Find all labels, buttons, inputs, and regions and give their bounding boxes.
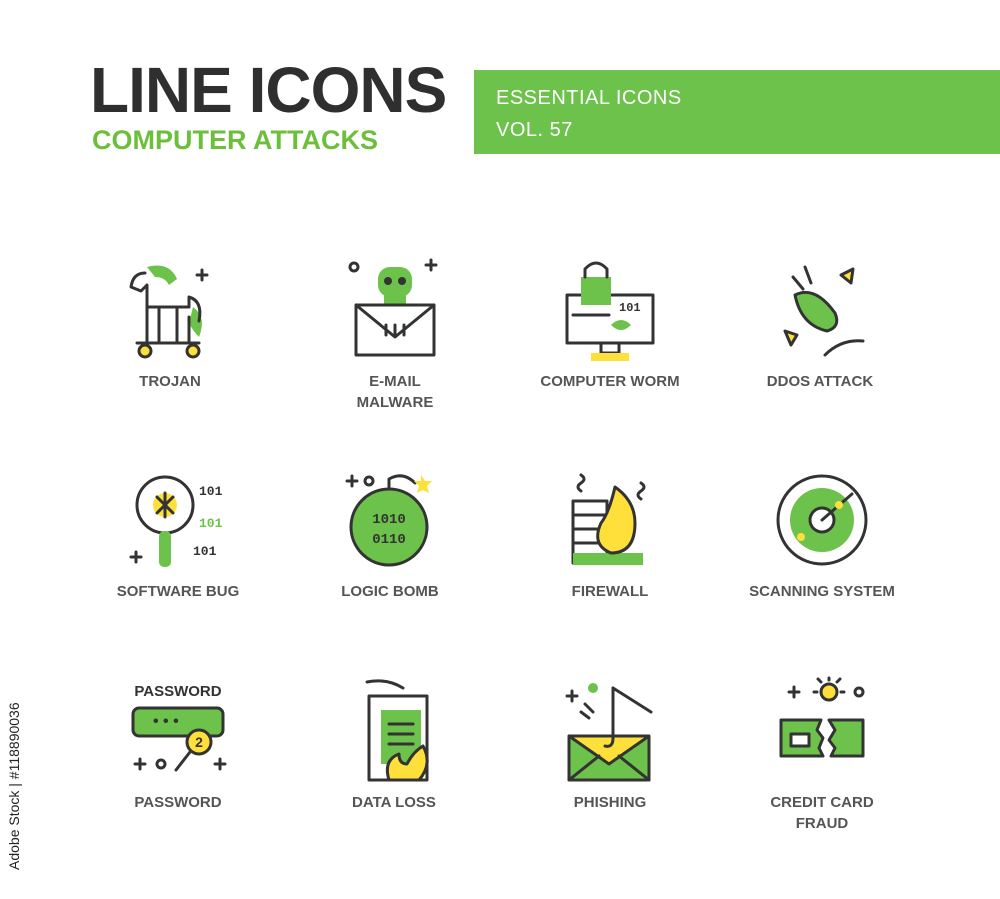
banner-line-1: ESSENTIAL ICONS [496, 87, 682, 109]
binary-text: 101 [193, 544, 217, 559]
icon-tile-email-malware: E-MAIL MALWARE [295, 255, 495, 413]
binary-text: 1010 [372, 512, 406, 528]
computer-worm-icon: 101 [565, 261, 655, 361]
password-icon: PASSWORD • • • 2 [131, 683, 227, 772]
ddos-attack-icon [783, 265, 865, 357]
trojan-horse-icon [129, 265, 209, 359]
banner-line-2: VOL. 57 [496, 119, 573, 141]
icon-tile-phishing: PHISHING [510, 676, 710, 813]
icon-label: DDOS ATTACK [766, 373, 874, 390]
binary-text: 0110 [372, 532, 406, 548]
icon-tile-scanning-system: SCANNING SYSTEM [722, 465, 922, 602]
password-dots: • • • [153, 713, 179, 730]
icon-label: DATA LOSS [352, 794, 436, 811]
icon-tile-credit-card-fraud: CREDIT CARD FRAUD [722, 676, 922, 834]
icon-tile-computer-worm: 101 COMPUTER WORM [510, 255, 710, 392]
icon-tile-trojan: TROJAN [70, 255, 270, 392]
software-bug-icon: 101 101 101 [129, 475, 223, 567]
email-malware-icon [348, 258, 438, 357]
icon-label: TROJAN [139, 373, 201, 390]
icon-label: COMPUTER WORM [540, 373, 680, 390]
icon-label: E-MAIL MALWARE [356, 373, 434, 411]
icon-tile-firewall: FIREWALL [510, 465, 710, 602]
binary-text: 101 [619, 301, 641, 315]
data-loss-icon [365, 679, 429, 782]
icon-tile-software-bug: 101 101 101 SOFTWARE BUG [78, 465, 278, 602]
icon-label: FIREWALL [571, 583, 649, 600]
page-subtitle: COMPUTER ATTACKS [92, 125, 378, 155]
scanning-system-icon [776, 474, 868, 566]
password-word: PASSWORD [134, 683, 221, 700]
icon-label: CREDIT CARD FRAUD [770, 794, 874, 832]
binary-text: 101 [199, 484, 223, 499]
icon-label: PHISHING [573, 794, 647, 811]
icon-label: SCANNING SYSTEM [749, 583, 895, 600]
firewall-icon [571, 473, 646, 565]
icon-label: SOFTWARE BUG [116, 583, 240, 600]
icon-tile-data-loss: DATA LOSS [294, 676, 494, 813]
stock-id-text: Adobe Stock | #118890036 [6, 702, 22, 870]
icon-label: PASSWORD [134, 794, 222, 811]
icon-label: LOGIC BOMB [341, 583, 439, 600]
banner: ESSENTIAL ICONS VOL. 57 [474, 70, 1000, 154]
logic-bomb-icon: 1010 0110 [345, 474, 432, 567]
icon-tile-password: PASSWORD • • • 2 PASSWORD [78, 676, 278, 813]
phishing-icon [565, 683, 653, 782]
password-digit: 2 [195, 734, 203, 750]
page-title: LINE ICONS [90, 54, 447, 126]
credit-card-fraud-icon [779, 676, 865, 758]
icon-tile-logic-bomb: 1010 0110 LOGIC BOMB [290, 465, 490, 602]
binary-text: 101 [199, 516, 223, 531]
icon-tile-ddos-attack: DDOS ATTACK [720, 255, 920, 392]
